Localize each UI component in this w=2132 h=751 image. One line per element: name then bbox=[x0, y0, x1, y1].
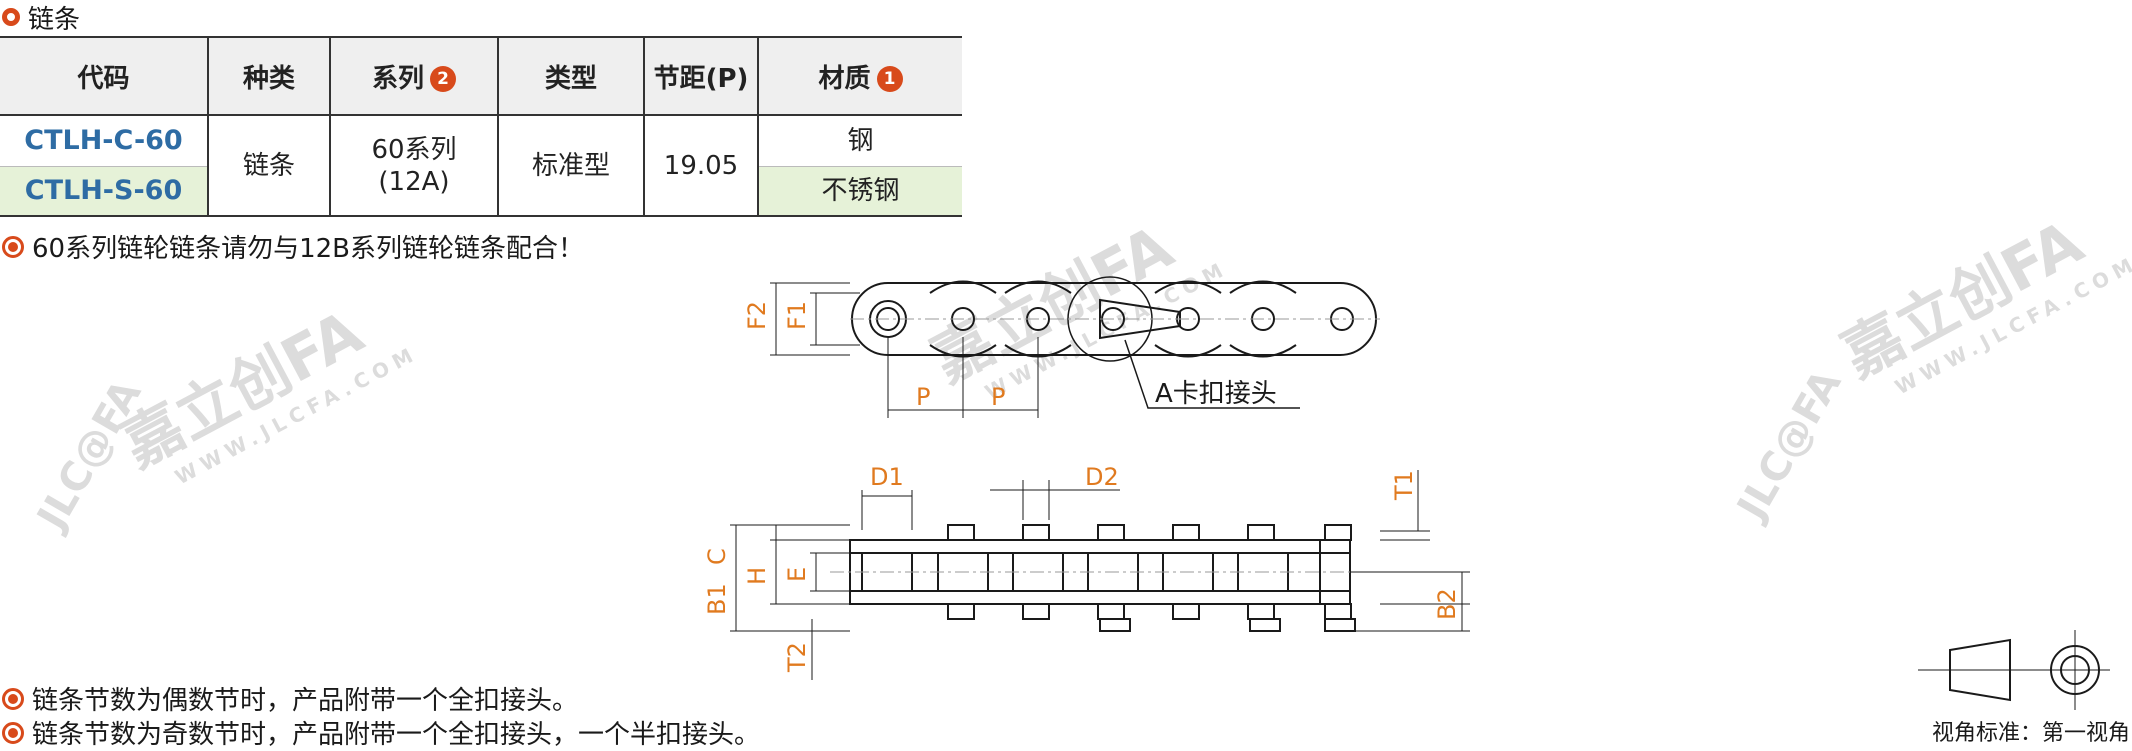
label-e: E bbox=[783, 567, 811, 582]
cell-type: 标准型 bbox=[497, 115, 644, 216]
table-row: CTLH-S-60 不锈钢 bbox=[0, 166, 962, 216]
chain-top-outline bbox=[851, 282, 1377, 356]
row-material: 不锈钢 bbox=[757, 166, 962, 216]
header-kind: 种类 bbox=[207, 36, 330, 116]
label-p2: P bbox=[991, 383, 1005, 411]
row-material: 钢 bbox=[757, 115, 962, 167]
note-even-links: 链条节数为偶数节时，产品附带一个全扣接头。 bbox=[2, 680, 578, 717]
clip-shape bbox=[1099, 298, 1181, 340]
section-title-text: 链条 bbox=[28, 4, 81, 35]
header-pitch: 节距(P) bbox=[643, 36, 758, 116]
cell-series: 60系列(12A) bbox=[329, 115, 498, 216]
label-h: H bbox=[743, 567, 771, 585]
series-badge: 2 bbox=[430, 66, 456, 92]
label-t1: T1 bbox=[1390, 470, 1418, 501]
label-p1: P bbox=[916, 383, 930, 411]
bullet-icon bbox=[2, 687, 24, 710]
label-d1: D1 bbox=[870, 463, 904, 491]
cell-kind: 链条 bbox=[207, 115, 330, 216]
note-odd-links: 链条节数为奇数节时，产品附带一个全扣接头，一个半扣接头。 bbox=[2, 714, 760, 751]
projection-symbol bbox=[1949, 638, 2011, 702]
material-badge: 1 bbox=[876, 66, 903, 92]
cell-pitch: 19.05 bbox=[643, 115, 758, 216]
label-f1: F1 bbox=[783, 301, 811, 330]
header-type: 类型 bbox=[497, 36, 644, 116]
label-b2: B2 bbox=[1433, 588, 1461, 620]
row-code[interactable]: CTLH-S-60 bbox=[0, 166, 208, 216]
label-c: C bbox=[703, 548, 731, 565]
view-standard: 视角标准：第一视角 bbox=[1931, 721, 2130, 746]
table-row: CTLH-C-60 链条 60系列(12A) 标准型 19.05 钢 bbox=[0, 115, 962, 216]
section-title: 链条 bbox=[2, 0, 81, 35]
label-b1: B1 bbox=[703, 583, 731, 615]
label-d2: D2 bbox=[1085, 463, 1119, 491]
label-clip: A卡扣接头 bbox=[1155, 379, 1277, 409]
label-t2: T2 bbox=[783, 642, 811, 673]
header-code: 代码 bbox=[0, 36, 208, 116]
note-compatibility: 60系列链轮链条请勿与12B系列链轮链条配合！ bbox=[2, 228, 584, 265]
bullet-icon bbox=[2, 235, 24, 258]
label-f2: F2 bbox=[743, 301, 771, 330]
row-code[interactable]: CTLH-C-60 bbox=[24, 125, 183, 156]
bullet-icon bbox=[2, 721, 24, 744]
ring-bullet-icon bbox=[2, 8, 20, 26]
